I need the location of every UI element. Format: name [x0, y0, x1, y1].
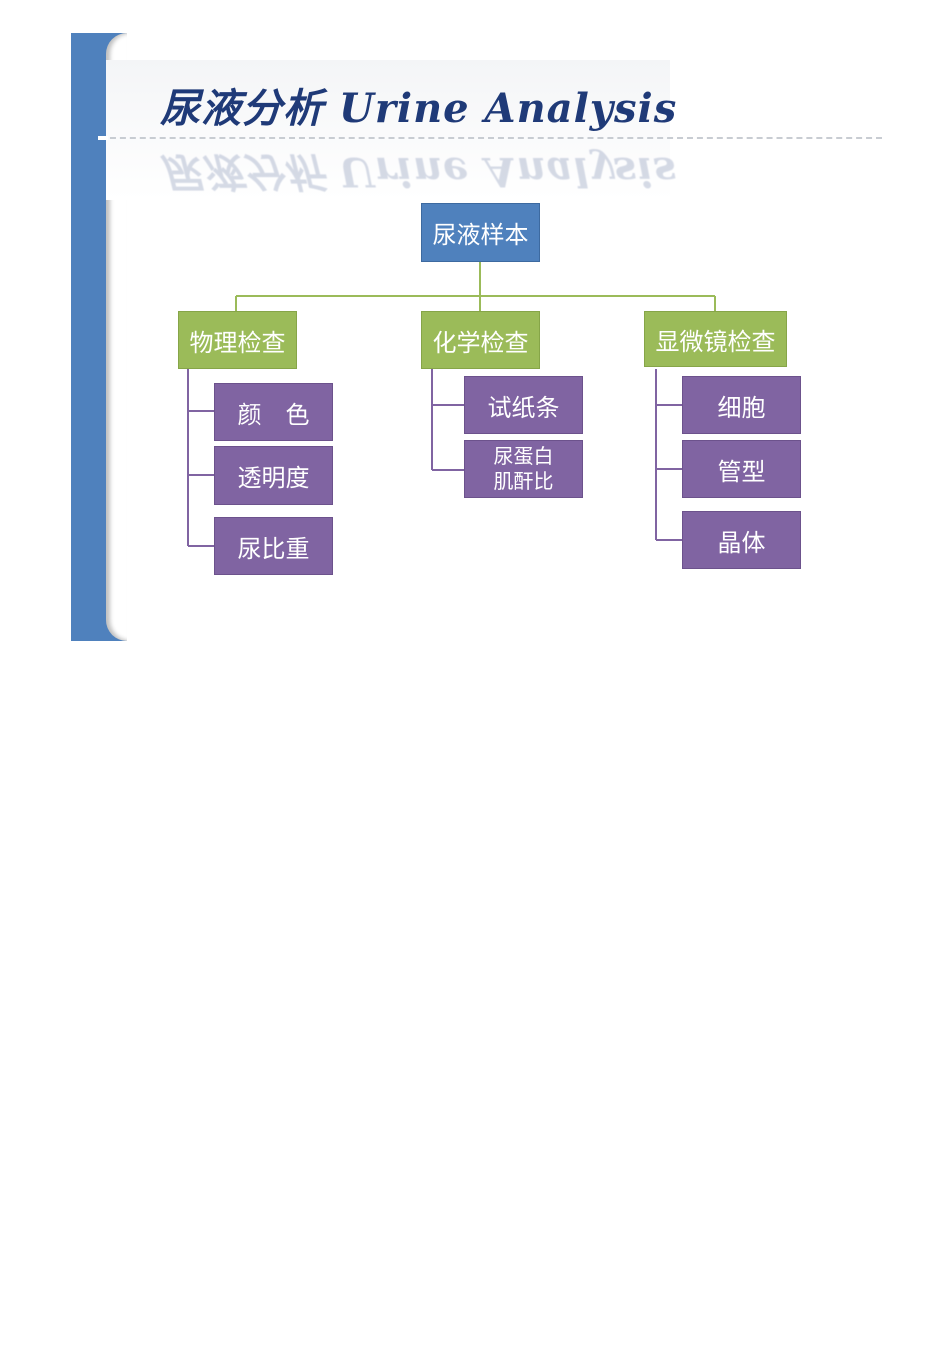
item-color: 颜 色	[214, 383, 333, 441]
item-crystals: 晶体	[682, 511, 801, 569]
category-microscopy: 显微镜检查	[644, 311, 787, 367]
title-chinese: 尿液分析	[160, 85, 324, 132]
title-english: Urine Analysis	[338, 85, 678, 132]
item-transparency: 透明度	[214, 446, 333, 505]
title-background	[106, 60, 670, 200]
item-connectors	[187, 369, 682, 547]
category-connectors	[235, 262, 716, 311]
category-physical: 物理检查	[178, 311, 297, 369]
item-test-strip: 试纸条	[464, 376, 583, 434]
page-title: 尿液分析 Urine Analysis	[160, 76, 677, 134]
item-protein-creatinine-ratio: 尿蛋白 肌酐比	[464, 440, 583, 498]
title-divider	[100, 137, 882, 139]
item-casts: 管型	[682, 440, 801, 498]
item-cells: 细胞	[682, 376, 801, 434]
item-specific-gravity: 尿比重	[214, 517, 333, 575]
root-node: 尿液样本	[421, 203, 540, 262]
category-chemical: 化学检查	[421, 311, 540, 369]
title-divider-tick	[98, 136, 108, 140]
